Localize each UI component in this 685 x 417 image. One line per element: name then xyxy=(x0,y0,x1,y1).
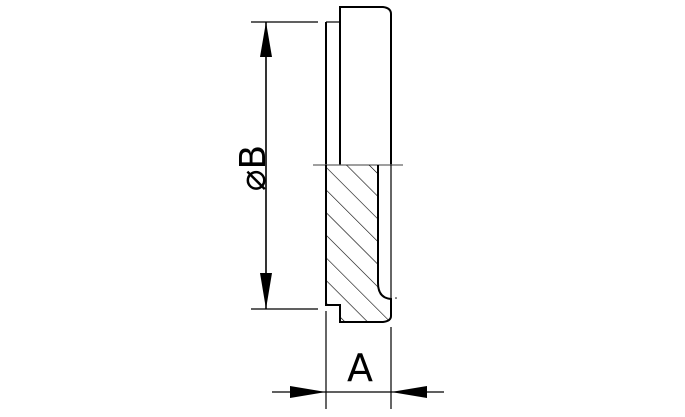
dimension-b xyxy=(251,21,318,310)
arrow-right-icon xyxy=(290,386,326,398)
dimension-a xyxy=(272,311,444,409)
part-outline xyxy=(325,6,392,165)
arrow-up-icon xyxy=(260,22,272,57)
section-hatched xyxy=(325,165,397,323)
arrow-down-icon xyxy=(260,273,272,309)
diameter-b-label: ⌀B xyxy=(233,144,274,192)
arrow-left-icon xyxy=(391,386,427,398)
dimension-a-label: A xyxy=(347,346,373,390)
